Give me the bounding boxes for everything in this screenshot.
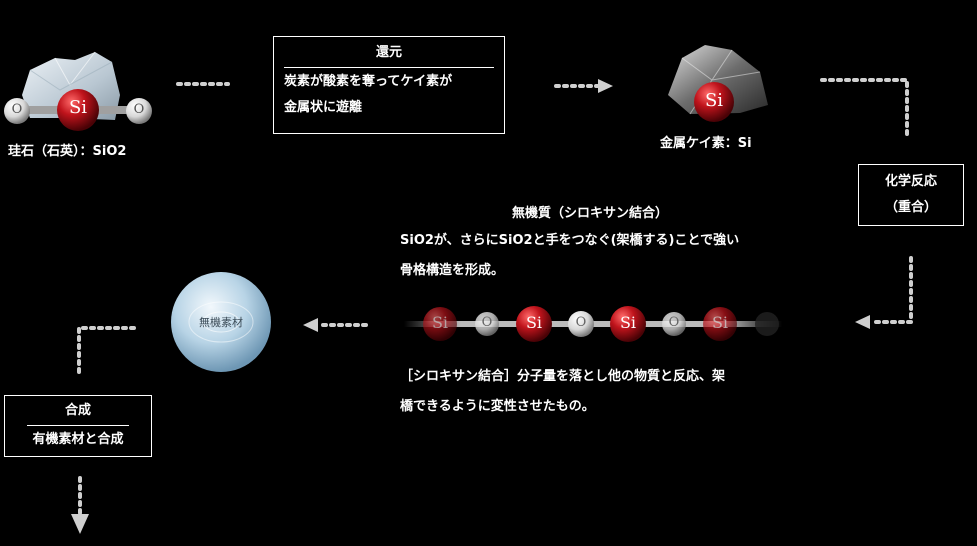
- polymer-line-1: 化学反応: [884, 174, 937, 189]
- quartz-oxygen-right-label: O: [133, 102, 145, 117]
- synthesis-divider: [27, 425, 129, 426]
- oxygen-atom-left: [4, 98, 30, 124]
- synthesis-title: 合成: [64, 403, 91, 418]
- silicon-atom: [57, 89, 99, 131]
- metal-silicon-atom: [694, 82, 734, 122]
- reduction-divider: [284, 67, 494, 68]
- metal-silicon-image: [668, 45, 768, 122]
- arrowhead-synthesis-down: [71, 514, 89, 534]
- inorganic-material-label: 無機素材: [199, 316, 243, 329]
- oxygen-atom-right: [126, 98, 152, 124]
- reduction-line-2: 金属状に遊離: [284, 100, 363, 115]
- inorganic-title: 無機質（シロキサン結合）: [512, 206, 669, 221]
- arrow-polymer-to-chain: [870, 256, 913, 324]
- reduction-line-1: 炭素が酸素を奪ってケイ素が: [284, 74, 453, 89]
- arrow-material-to-synthesis: [77, 326, 136, 374]
- siloxane-line-1: ［シロキサン結合］分子量を落とし他の物質と反応、架: [400, 369, 726, 384]
- chain-si-label-4: Si: [711, 313, 729, 332]
- chain-si-label-3: Si: [619, 313, 637, 332]
- quartz-rock-image: [4, 51, 152, 131]
- siloxane-chain: [404, 306, 782, 342]
- reduction-title: 還元: [375, 45, 402, 60]
- arrow-metal-to-polymer: [820, 78, 909, 138]
- reduction-box: 還元 炭素が酸素を奪ってケイ素が 金属状に遊離: [273, 36, 505, 134]
- polymer-line-2: （重合）: [884, 200, 937, 215]
- quartz-silicon-label: Si: [68, 97, 88, 118]
- chain-o-label-1: O: [481, 315, 493, 330]
- inorganic-line-2: 骨格構造を形成。: [400, 263, 505, 278]
- inorganic-line-1: SiO2が、さらにSiO2と手をつなぐ(架橋する)ことで強い: [400, 233, 740, 248]
- metal-silicon-label: 金属ケイ素：Si: [660, 136, 752, 151]
- chain-o-label-3: O: [668, 315, 680, 330]
- chain-o-label-2: O: [575, 315, 587, 330]
- metal-silicon-atom-label: Si: [704, 90, 724, 111]
- synthesis-box: 合成 有機素材と合成: [4, 395, 152, 457]
- arrowhead-reduction-to-metal: [598, 79, 613, 93]
- inorganic-material-sphere: [171, 272, 271, 372]
- chain-si-label-2: Si: [525, 313, 543, 332]
- synthesis-line-1: 有機素材と合成: [32, 432, 124, 447]
- siloxane-line-2: 橋できるように変性させたもの。: [400, 399, 595, 414]
- polymer-box: 化学反応 （重合）: [858, 164, 964, 226]
- arrowhead-chain-to-material: [303, 318, 318, 332]
- quartz-oxygen-left-label: O: [11, 102, 23, 117]
- quartz-label: 珪石（石英）：SiO2: [8, 144, 127, 159]
- arrowhead-polymer-to-chain: [855, 315, 870, 329]
- chain-si-label-1: Si: [431, 313, 449, 332]
